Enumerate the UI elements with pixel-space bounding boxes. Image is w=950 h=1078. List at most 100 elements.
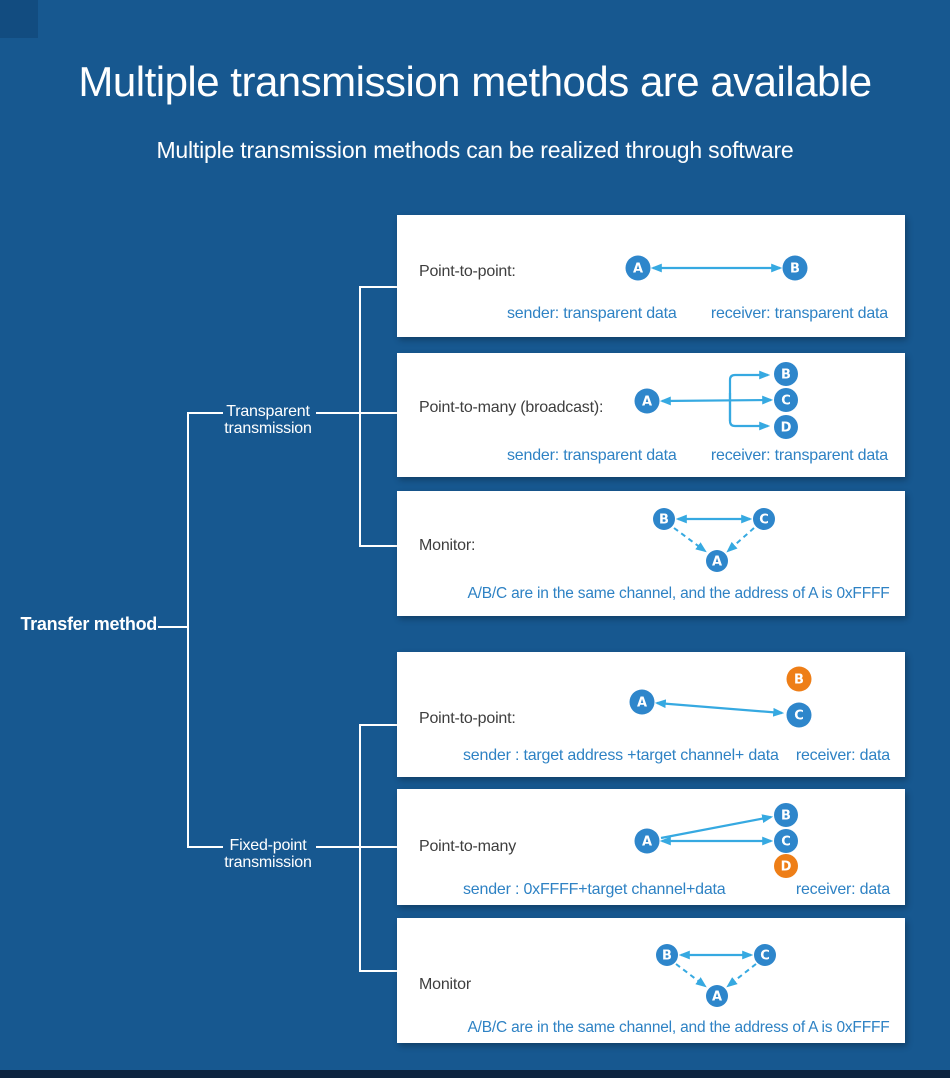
node-b-circle — [774, 803, 798, 827]
monitor-diagram: B C A — [653, 508, 775, 572]
branch1-stub-top — [359, 286, 398, 288]
branch2-stub-top — [359, 724, 398, 726]
node-c-label: C — [781, 835, 791, 850]
node-c-circle — [753, 508, 775, 530]
branch-to-d-arrow — [728, 393, 771, 431]
page-title: Multiple transmission methods are availa… — [78, 58, 872, 105]
node-c-label: C — [794, 709, 804, 724]
branch2-stub-bottom — [359, 970, 398, 972]
node-b-label: B — [794, 673, 804, 688]
card-title: Point-to-point: — [419, 710, 516, 727]
a-to-b-arrow — [660, 814, 774, 840]
card-fixed-monitor: Monitor B C A A/B/C are in the same chan… — [397, 918, 905, 1043]
node-c-label: C — [759, 513, 769, 528]
root-connector-line — [158, 626, 188, 628]
note-row: A/B/C are in the same channel, and the a… — [397, 1019, 905, 1037]
receiver-text: receiver: data — [795, 881, 890, 898]
note-text: A/B/C are in the same channel, and the a… — [467, 585, 890, 602]
card-fixed-point-to-many: Point-to-many A B C D sender : 0xFFFF+ta… — [397, 789, 905, 905]
node-b-circle — [782, 255, 808, 281]
io-row: sender : 0xFFFF+target channel+data rece… — [397, 881, 905, 899]
node-a-circle — [634, 828, 660, 854]
corner-accent-square — [0, 0, 38, 38]
node-a-label: A — [642, 835, 652, 850]
branch2-right-line — [316, 846, 398, 848]
card-transparent-point-to-many: Point-to-many (broadcast): A B C D sende… — [397, 353, 905, 477]
branch-label-line1: Fixed-point — [229, 837, 307, 854]
node-b-label: B — [662, 949, 672, 964]
a-to-c-arrow — [659, 395, 774, 406]
branch1-vertical-line — [359, 286, 361, 547]
io-row: sender: transparent data receiver: trans… — [397, 305, 905, 323]
card-fixed-point-to-point: Point-to-point: A B C sender : target ad… — [397, 652, 905, 777]
node-b-circle — [786, 666, 812, 692]
branch2-vertical-line — [359, 724, 361, 972]
branch-label-fixed-point: Fixed-point transmission — [213, 837, 323, 871]
fixed-point-to-many-diagram: A B C D — [634, 803, 798, 878]
card-title: Point-to-many (broadcast): — [419, 399, 604, 416]
b-to-a-dashed-arrow — [675, 963, 707, 988]
branch1-left-line — [187, 412, 223, 414]
node-c-circle — [774, 829, 798, 853]
sender-text: sender : target address +target channel+… — [463, 747, 779, 764]
node-d-label: D — [781, 421, 792, 436]
a-to-c-arrow — [654, 699, 785, 717]
node-a-label: A — [712, 555, 722, 570]
node-c-circle — [754, 944, 776, 966]
node-a-label: A — [642, 395, 652, 410]
node-a-label: A — [633, 262, 643, 277]
node-c-circle — [774, 388, 798, 412]
note-text: A/B/C are in the same channel, and the a… — [467, 1019, 890, 1036]
card-transparent-monitor: Monitor: B C A A/B/C are in the same cha… — [397, 491, 905, 616]
node-a-circle — [629, 689, 655, 715]
node-a-circle — [706, 550, 728, 572]
branch1-right-line — [316, 412, 398, 414]
page-subtitle: Multiple transmission methods can be rea… — [156, 137, 794, 163]
tree-root-label: Transfer method — [20, 614, 157, 634]
receiver-text: receiver: transparent data — [710, 447, 888, 464]
node-b-label: B — [790, 262, 800, 277]
branch-label-line2: transmission — [224, 854, 312, 871]
receiver-text: receiver: data — [795, 747, 890, 764]
node-a-circle — [634, 388, 660, 414]
sender-text: sender: transparent data — [507, 447, 677, 464]
branch-label-transparent: Transparent transmission — [213, 403, 323, 437]
receiver-text: receiver: transparent data — [710, 305, 888, 322]
bottom-dark-bar — [0, 1070, 950, 1078]
node-d-circle — [774, 415, 798, 439]
c-to-a-dashed-arrow — [726, 527, 755, 553]
branch1-stub-bottom — [359, 545, 398, 547]
sender-text: sender: transparent data — [507, 305, 677, 322]
branch2-left-line — [187, 846, 223, 848]
node-c-circle — [786, 702, 812, 728]
node-b-circle — [656, 944, 678, 966]
node-b-circle — [774, 362, 798, 386]
branch-label-line2: transmission — [224, 420, 312, 437]
io-row: sender : target address +target channel+… — [397, 747, 905, 765]
point-to-point-diagram: A B — [625, 255, 808, 281]
node-d-circle — [774, 854, 798, 878]
node-b-label: B — [781, 368, 791, 383]
card-title: Monitor — [419, 976, 471, 993]
node-b-label: B — [659, 513, 669, 528]
node-b-circle — [653, 508, 675, 530]
node-a-circle — [625, 255, 651, 281]
card-title: Monitor: — [419, 537, 476, 554]
card-transparent-point-to-point: Point-to-point: A B sender: transparent … — [397, 215, 905, 337]
branch-to-b-arrow — [728, 370, 771, 421]
c-to-a-dashed-arrow — [726, 963, 757, 988]
broadcast-diagram: A B C D — [634, 362, 798, 439]
card-title: Point-to-many — [419, 838, 516, 855]
io-row: sender: transparent data receiver: trans… — [397, 447, 905, 465]
note-row: A/B/C are in the same channel, and the a… — [397, 585, 905, 603]
node-c-label: C — [781, 394, 791, 409]
node-d-label: D — [781, 860, 792, 875]
sender-text: sender : 0xFFFF+target channel+data — [463, 881, 726, 898]
node-b-label: B — [781, 809, 791, 824]
monitor-diagram: B C A — [656, 944, 776, 1007]
card-title: Point-to-point: — [419, 263, 516, 280]
node-c-label: C — [760, 949, 770, 964]
b-to-a-dashed-arrow — [673, 527, 707, 553]
branch-label-line1: Transparent — [226, 403, 310, 420]
